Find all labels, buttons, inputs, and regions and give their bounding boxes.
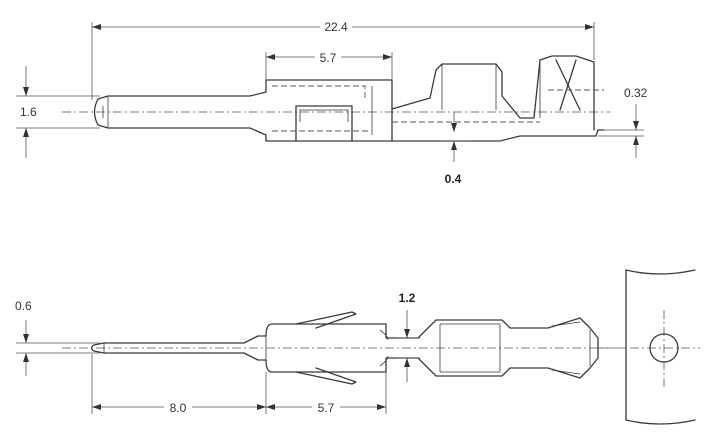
bottom-pin-tip [90,342,105,354]
arrow-bottom [23,353,29,362]
bottom-body-lower [265,357,393,373]
arrow-bottom [451,141,457,150]
arrow-right [585,24,594,30]
label-bg [315,49,341,64]
top-pin-tip [93,95,109,129]
arrow-bottom [23,128,29,137]
dim-body-length-top: 5.7 [265,49,393,80]
top-terminal-side-view [62,55,610,142]
top-wing-diagonal-2 [559,59,577,111]
dim-crimp-offset: 0.4 [440,112,470,186]
arrow-3 [266,404,275,410]
arrow-top [633,121,639,130]
label-bg [312,399,340,414]
arrow-top [23,87,29,96]
bottom-spring-upper [295,311,357,329]
arrow-left [92,24,101,30]
top-neck-upper [249,79,267,97]
bottom-neck-upper [243,335,267,344]
top-body-outline [265,79,393,142]
pin-width-bottom-label: 0.6 [15,299,32,313]
top-insulation-wing [545,55,595,131]
dim-overall-length: 22.4 [91,18,595,100]
top-body-window [295,105,353,142]
top-neck-lower [249,127,297,142]
dim-pin-width-bottom: 0.6 [15,299,100,376]
dim-bottom-lengths: 8.0 5.7 [91,354,387,415]
arrow-right [383,54,392,60]
bottom-section-detail [598,269,700,425]
bottom-spring-lower [295,367,357,385]
bottom-latch-lower [379,355,389,367]
top-body-hidden-line [272,85,366,100]
arrow-bottom [633,136,639,145]
arrow-4 [377,404,386,410]
bottom-crimp-inner [440,323,500,373]
spring-gap-label: 1.2 [399,291,416,305]
arrow-top [23,334,29,343]
body-length-bottom-label: 5.7 [318,401,335,415]
section-top-edge [625,269,696,275]
bottom-insulation-inner [551,321,581,375]
dim-spring-gap: 1.2 [396,291,420,382]
bottom-terminal-top-view [62,311,608,385]
crimp-offset-label: 0.4 [445,172,462,186]
section-hole [649,333,679,363]
arrow-1 [92,404,101,410]
top-body-window-inner [299,109,349,122]
overall-length-label: 22.4 [324,20,348,34]
section-bottom-edge [625,419,696,425]
top-crimp-upper-outline [391,57,547,119]
arrow-2 [257,404,266,410]
top-crimp-lower-outline [391,129,605,142]
arrow-top [451,123,457,132]
label-bg [320,18,352,34]
body-length-top-label: 5.7 [320,51,337,65]
tail-thickness-label: 0.32 [624,86,648,100]
arrow-left [266,54,275,60]
arrow-bottom [404,358,410,367]
bottom-neck-lower [243,352,267,361]
pin-diameter-label: 1.6 [20,105,37,119]
bottom-latch-upper [379,329,389,341]
dim-pin-diameter: 1.6 [16,66,100,158]
bottom-body-upper [265,323,393,339]
dim-tail-thickness: 0.32 [598,86,648,158]
label-bg [164,399,192,414]
pin-length-label: 8.0 [170,401,187,415]
arrow-top [404,329,410,338]
